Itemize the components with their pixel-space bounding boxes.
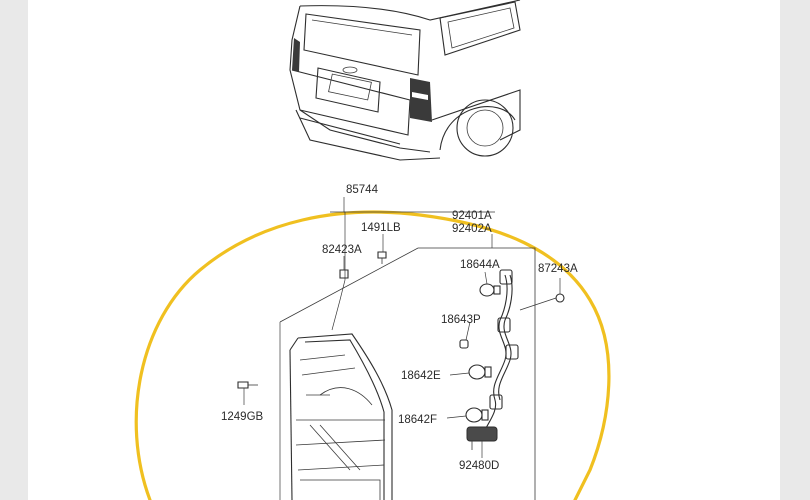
part-label-grommet: 87243A <box>538 263 578 275</box>
part-label-nut-top: 82423A <box>322 244 362 256</box>
part-label-bracket: 85744 <box>346 184 379 196</box>
nut-top-icon <box>339 269 349 279</box>
bulb-small-icon <box>479 283 501 297</box>
bulb-turn-icon <box>465 407 489 423</box>
part-label-bulb-turn: 18642F <box>398 414 437 426</box>
part-label-screw-top: 1491LB <box>361 222 401 234</box>
right-tail-lamp-icon <box>410 78 432 122</box>
bulb-stop-icon <box>468 364 492 380</box>
screw-left-icon <box>237 381 258 389</box>
rear-view-van-icon <box>289 0 521 161</box>
screw-top-icon <box>377 251 387 264</box>
part-label-screw-left: 1249GB <box>221 411 264 423</box>
part-label-bulb-stop: 18642E <box>401 370 441 382</box>
rear-lamp-housing-icon <box>289 333 393 500</box>
part-label-bulb-small: 18644A <box>460 259 500 271</box>
part-label-socket: 92480D <box>459 460 499 472</box>
part-label-wiring-b: 92402A <box>452 223 492 235</box>
part-label-bulb-wedge: 18643P <box>441 314 481 326</box>
bulb-wedge-icon <box>459 339 469 349</box>
wiring-harness-icon <box>484 269 519 431</box>
diagram-sheet <box>28 0 780 500</box>
grommet-icon <box>519 293 565 311</box>
part-label-wiring-a: 92401A <box>452 210 492 222</box>
circle-highlight-icon <box>134 210 611 500</box>
left-tail-lamp-icon <box>292 38 300 72</box>
